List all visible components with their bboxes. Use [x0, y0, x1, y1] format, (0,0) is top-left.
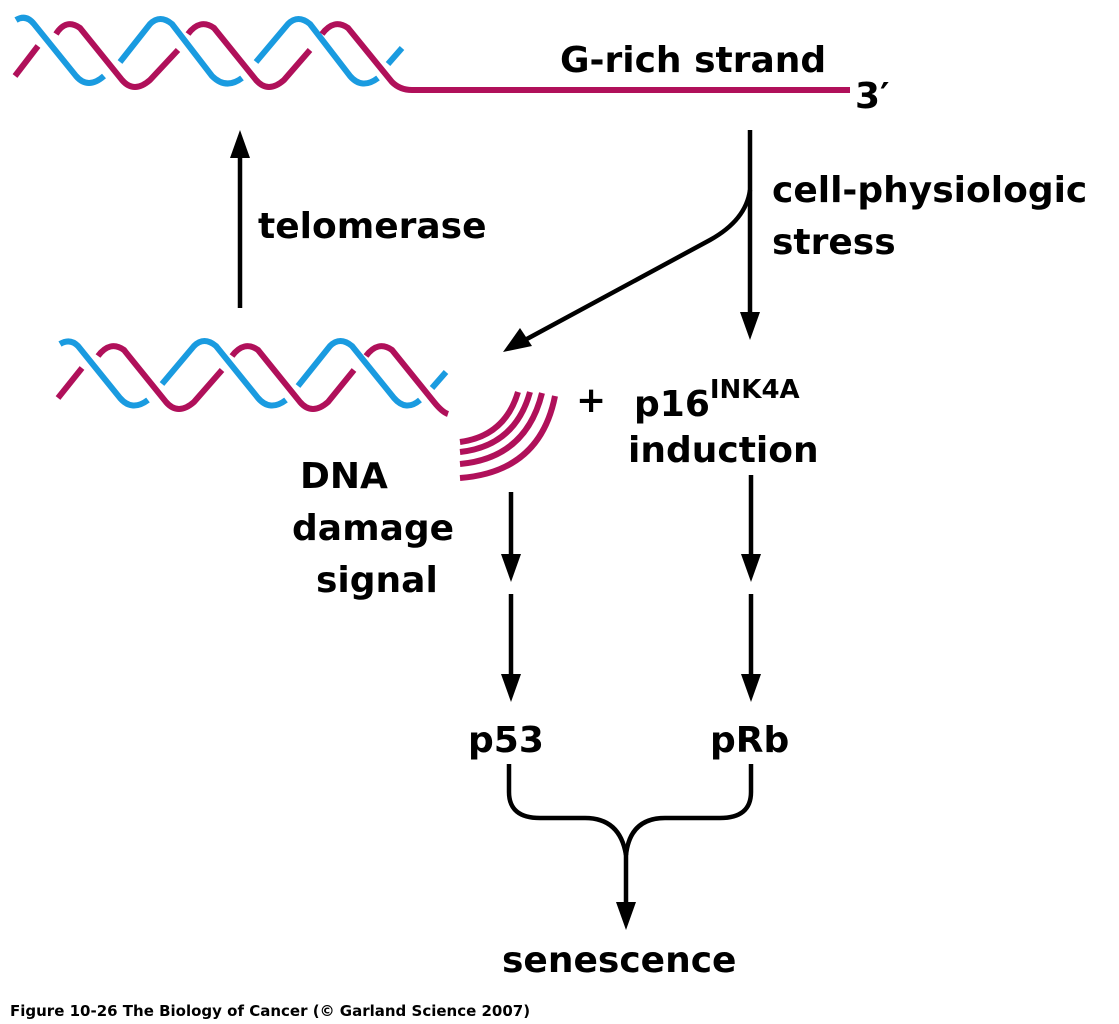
p16-arrow-1 — [741, 475, 761, 582]
telomerase-label: telomerase — [258, 206, 487, 247]
figure-caption: Figure 10-26 The Biology of Cancer (© Ga… — [10, 1002, 530, 1020]
dna-damage-label-line3: signal — [316, 560, 438, 601]
p16-induction-label: induction — [628, 430, 819, 471]
stress-arrow-down — [740, 130, 760, 340]
top-helix-blue-strand — [14, 14, 405, 87]
top-dna-helix — [12, 14, 850, 93]
convergence-arrow — [506, 764, 754, 930]
damage-arrow-1 — [501, 492, 521, 582]
p53-label: p53 — [468, 720, 544, 761]
p16-name: p16 — [634, 384, 710, 425]
three-prime-end-label: 3′ — [855, 76, 890, 117]
p16-superscript: INK4A — [710, 375, 800, 405]
dna-damage-signal-icon — [459, 391, 558, 481]
prb-label: pRb — [710, 720, 789, 761]
short-dna-helix — [55, 338, 450, 417]
g-rich-strand-label: G-rich strand — [560, 40, 826, 81]
telomerase-arrow — [230, 130, 250, 308]
top-helix-red-strand — [12, 21, 850, 93]
plus-sign: + — [576, 380, 606, 421]
p16-label: p16INK4A — [634, 375, 800, 425]
dna-damage-label-line1: DNA — [300, 456, 388, 497]
dna-damage-label-line2: damage — [292, 508, 454, 549]
short-helix-red-strand — [55, 343, 450, 417]
p16-arrow-2 — [741, 594, 761, 702]
stress-label-line1: cell-physiologic — [772, 170, 1087, 211]
stress-arrow-branch — [503, 189, 753, 352]
damage-arrow-2 — [501, 594, 521, 702]
stress-label-line2: stress — [772, 222, 896, 263]
short-helix-blue-strand — [58, 338, 449, 409]
senescence-label: senescence — [502, 940, 736, 981]
